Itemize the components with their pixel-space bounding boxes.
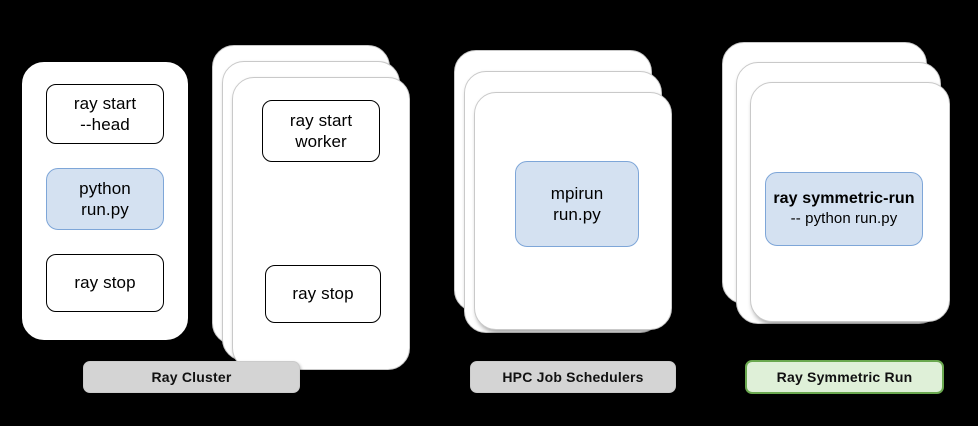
command-box-ray-symmetric-run: ray symmetric-run -- python run.py (765, 172, 923, 246)
command-line: -- python run.py (790, 209, 898, 227)
command-line: ray symmetric-run (773, 190, 915, 208)
command-line: run.py (553, 205, 601, 224)
group-label-hpc-job-schedulers: HPC Job Schedulers (470, 361, 676, 393)
group-label-text: Ray Cluster (151, 369, 232, 385)
command-box-python-run: python run.py (46, 168, 164, 230)
group-label-text: Ray Symmetric Run (776, 369, 913, 385)
command-box-ray-start-head: ray start --head (46, 84, 164, 144)
command-line: ray stop (292, 284, 354, 304)
command-box-mpirun: mpirun run.py (515, 161, 639, 247)
group-label-ray-cluster: Ray Cluster (83, 361, 300, 393)
command-line: mpirun (550, 183, 604, 203)
command-line: ray stop (74, 273, 136, 293)
command-line: python (79, 178, 131, 198)
command-line: ray start (289, 110, 353, 130)
command-box-ray-stop-head: ray stop (46, 254, 164, 312)
group-label-ray-symmetric-run: Ray Symmetric Run (745, 360, 944, 394)
command-line: run.py (81, 200, 129, 219)
command-box-ray-stop-worker: ray stop (265, 265, 381, 323)
command-line: ray start (73, 93, 137, 113)
command-box-ray-start-worker: ray start worker (262, 100, 380, 162)
command-line: --head (80, 115, 130, 134)
group-label-text: HPC Job Schedulers (502, 369, 644, 385)
command-line: worker (295, 132, 347, 151)
